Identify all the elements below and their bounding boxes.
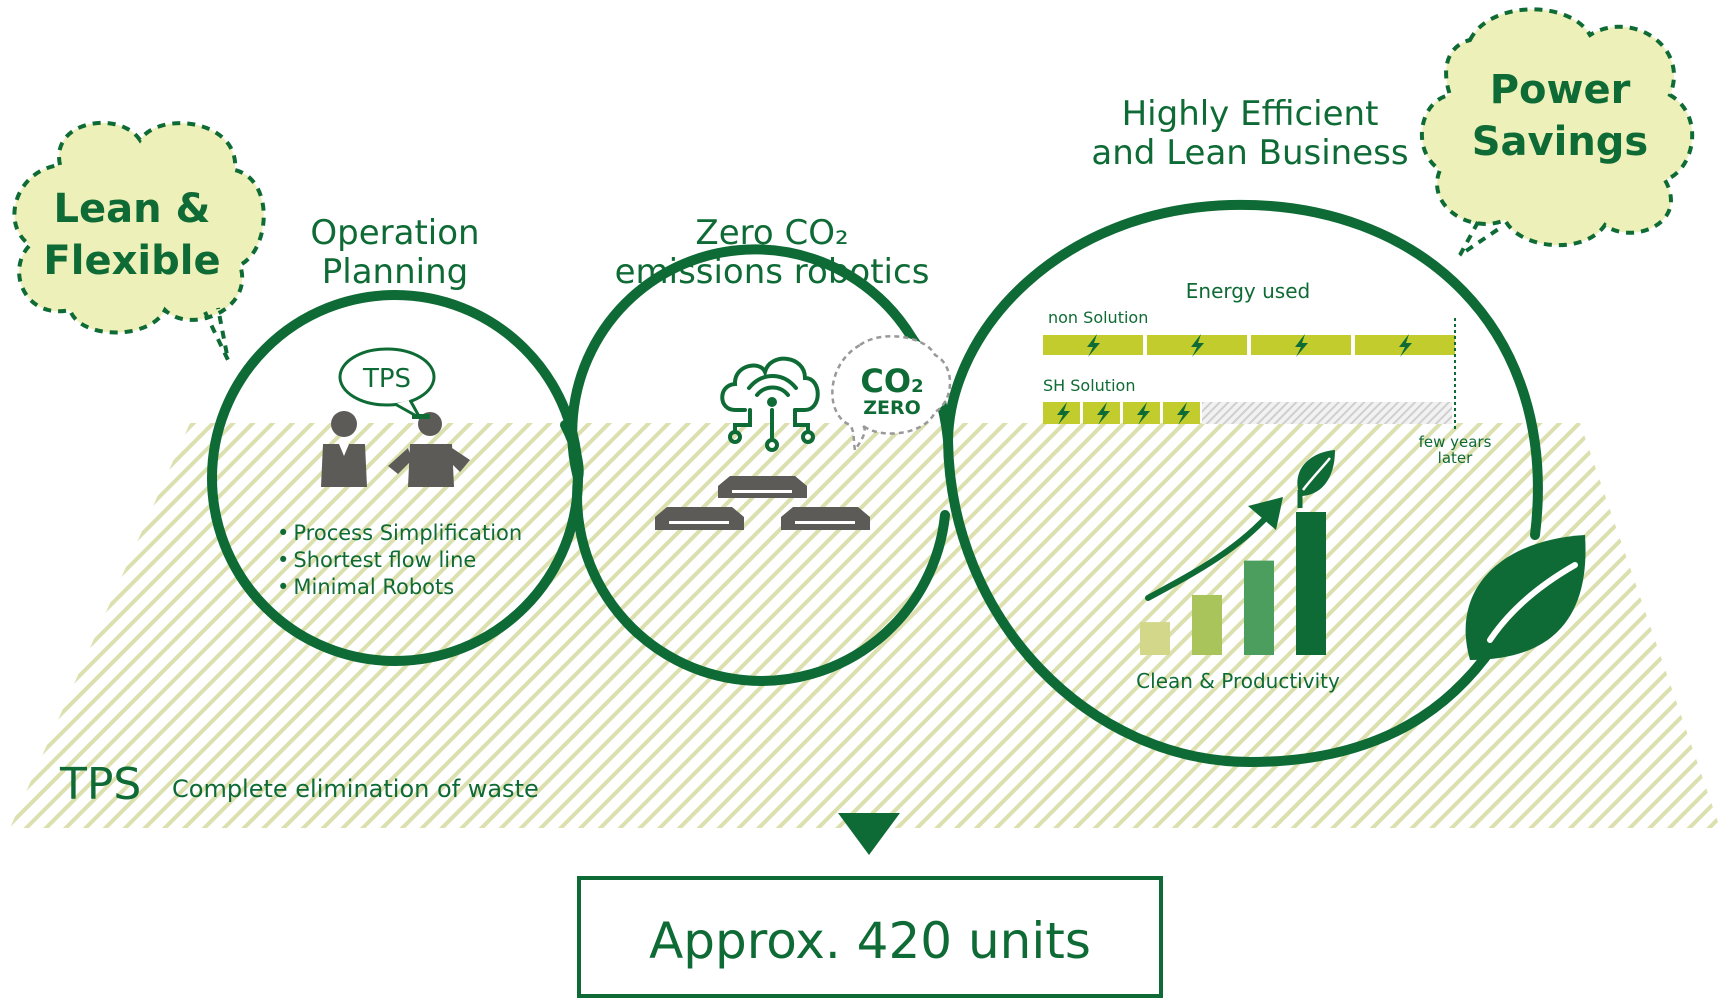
zero-co2-title-line2: emissions robotics	[615, 252, 930, 292]
lightning-icon	[1177, 402, 1190, 425]
few-years-later-line2: later	[1438, 449, 1473, 467]
tps-speech-label: TPS	[362, 364, 411, 394]
robot-platform-icons	[655, 476, 870, 530]
lean-flexible-line2: Flexible	[43, 238, 220, 284]
lightning-icon	[1191, 334, 1204, 357]
zero-co2-title-line1: Zero CO₂	[695, 213, 848, 253]
co2-zero-badge: CO2 ZERO	[831, 335, 952, 454]
tps-footer-caption: Complete elimination of waste	[172, 775, 539, 803]
tps-speech-bubble: TPS	[338, 347, 436, 422]
planning-bullets: •Process Simplification •Shortest flow l…	[277, 521, 522, 599]
co2-badge-text: CO2	[860, 362, 923, 400]
zero-badge-text: ZERO	[863, 397, 921, 419]
growth-bar	[1244, 560, 1274, 655]
cloud-iot-icon	[720, 356, 820, 452]
lightning-icon	[1295, 334, 1308, 357]
energy-used-title: Energy used	[1186, 279, 1310, 303]
operation-planning-title-line1: Operation	[310, 213, 479, 253]
few-years-later-line1: few years	[1419, 433, 1492, 451]
clean-productivity-caption: Clean & Productivity	[1136, 669, 1340, 693]
sh-solution-energy-bar	[1043, 402, 1452, 425]
growth-bar	[1140, 622, 1170, 655]
leaf-icon	[1465, 535, 1586, 660]
lightning-icon	[1137, 402, 1150, 425]
power-savings-bubble: Power Savings	[1420, 7, 1695, 257]
efficient-business-title-line2: and Lean Business	[1091, 133, 1408, 173]
lightning-icon	[1057, 402, 1070, 425]
lightning-icon	[1097, 402, 1110, 425]
lean-flexible-bubble: Lean & Flexible	[12, 120, 266, 361]
lightning-icon	[1087, 334, 1100, 357]
sh-solution-label: SH Solution	[1043, 376, 1135, 395]
bullet-process-simplification: •Process Simplification	[277, 521, 522, 545]
non-solution-energy-bar	[1043, 334, 1455, 357]
growth-arrow-head	[1248, 497, 1283, 530]
person-worker-icon	[388, 412, 470, 487]
hatched-background	[10, 423, 1720, 828]
lean-flexible-line1: Lean &	[54, 186, 211, 232]
lightning-icon	[1399, 334, 1412, 357]
sprout-icon	[1297, 450, 1335, 508]
growth-arrow	[1145, 507, 1276, 601]
bullet-minimal-robots: •Minimal Robots	[277, 575, 454, 599]
efficient-business-title-line1: Highly Efficient	[1122, 94, 1379, 134]
power-savings-line1: Power	[1490, 67, 1631, 113]
result-units-text: Approx. 420 units	[649, 912, 1091, 970]
non-solution-label: non Solution	[1048, 308, 1148, 327]
bullet-shortest-flow-line: •Shortest flow line	[277, 548, 476, 572]
person-suit-icon	[321, 411, 367, 487]
growth-bar	[1296, 512, 1326, 655]
power-savings-line2: Savings	[1472, 119, 1649, 165]
operation-planning-title-line2: Planning	[322, 252, 468, 292]
down-triangle-icon	[838, 813, 900, 855]
tps-footer-label: TPS	[59, 759, 141, 810]
result-box	[577, 876, 1163, 998]
growth-bar	[1192, 594, 1222, 655]
growth-bar-chart	[1140, 512, 1326, 655]
